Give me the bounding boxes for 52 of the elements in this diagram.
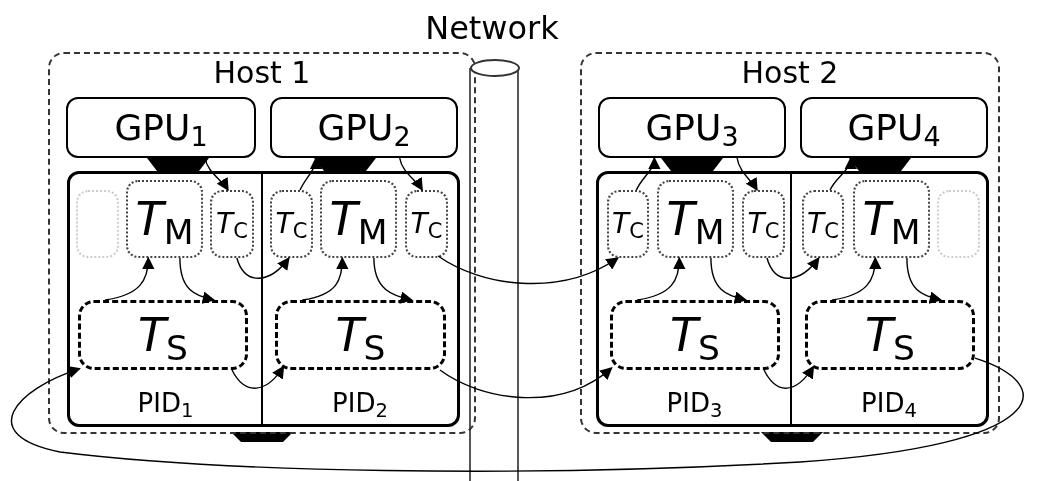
comm-thread-box: T$_{C}$	[210, 190, 254, 258]
model-thread-box: T$_{M}$	[320, 180, 397, 258]
host-label: Host 1	[213, 58, 311, 88]
arrow	[399, 157, 423, 192]
pid-label: PID$_{2}$	[332, 390, 388, 416]
comm-thread-box: T$_{C}$	[405, 190, 448, 258]
pid-label: PID$_{3}$	[666, 390, 723, 416]
comm-thread-box: T$_{C}$	[270, 190, 313, 258]
host-box	[48, 52, 476, 434]
network-label: Network	[425, 12, 559, 44]
model-thread-box: T$_{M}$	[657, 180, 734, 258]
arrow	[437, 255, 619, 285]
arrow	[204, 157, 229, 192]
arrow	[299, 156, 322, 191]
model-thread-box: T$_{M}$	[853, 180, 930, 258]
host-label: Host 2	[741, 58, 839, 88]
arrow	[710, 257, 748, 304]
pid-label: PID$_{1}$	[137, 390, 194, 416]
arrow	[301, 256, 349, 301]
arrow	[373, 257, 414, 304]
empty-slot-box	[76, 190, 119, 258]
process-panel	[596, 171, 989, 427]
comm-thread-box: T$_{C}$	[607, 190, 649, 258]
arrow	[231, 365, 285, 389]
model-thread-box: T$_{M}$	[126, 180, 203, 258]
comm-thread-box: T$_{C}$	[802, 190, 844, 258]
scheduler-thread-box: T$_{S}$	[610, 300, 780, 370]
arrow	[763, 365, 815, 389]
gpu-box: GPU$_{4}$	[800, 97, 988, 158]
scheduler-thread-box: T$_{S}$	[78, 300, 248, 370]
pid-label: PID$_{4}$	[861, 390, 917, 416]
arrow	[10, 357, 1024, 472]
arrow	[236, 257, 290, 279]
arrow	[104, 256, 155, 301]
scheduler-thread-box: T$_{S}$	[275, 300, 446, 370]
scheduler-thread-box: T$_{S}$	[805, 300, 975, 370]
arrow	[766, 257, 820, 279]
empty-slot-box	[937, 190, 980, 258]
arrow	[829, 156, 856, 191]
arrow	[636, 256, 686, 301]
arrow	[179, 257, 216, 304]
arrow	[906, 257, 943, 304]
arrow	[439, 367, 613, 399]
arrow	[831, 256, 882, 301]
process-panel	[67, 171, 460, 427]
gpu-box: GPU$_{2}$	[270, 97, 458, 158]
gpu-box: GPU$_{1}$	[66, 97, 256, 158]
arrow	[635, 156, 660, 191]
arrow	[736, 157, 758, 192]
gpu-box: GPU$_{3}$	[598, 97, 786, 158]
host-box	[580, 52, 1000, 434]
comm-thread-box: T$_{C}$	[742, 190, 785, 258]
